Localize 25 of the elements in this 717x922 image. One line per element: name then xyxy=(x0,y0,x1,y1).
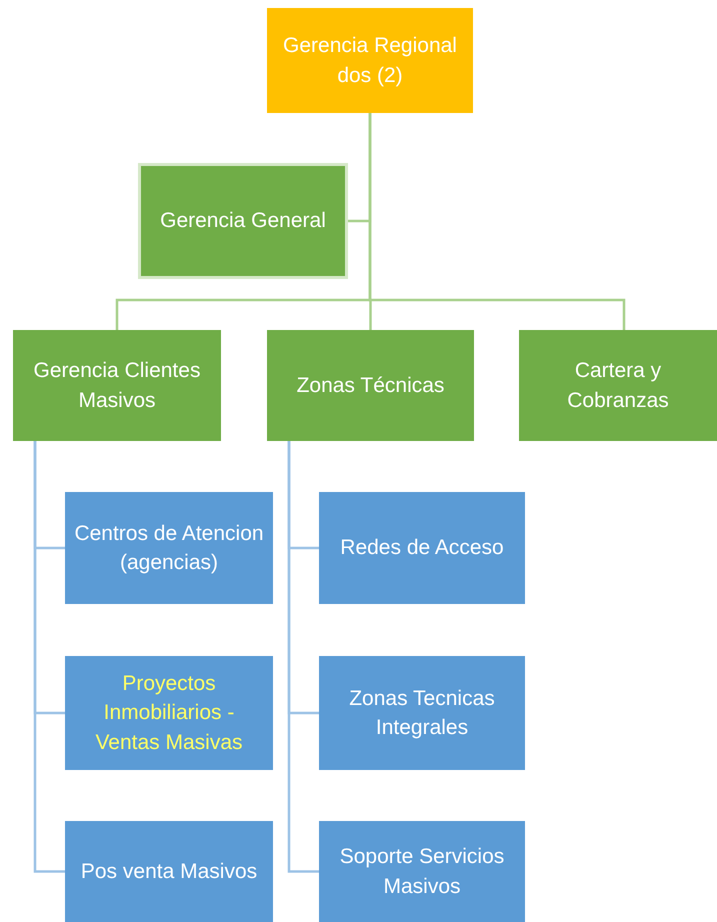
org-unit-box xyxy=(519,330,717,441)
connector-line xyxy=(288,441,319,873)
unit-name: Gerencia Regional dos (2) xyxy=(282,33,458,88)
unit-name: Cartera y Cobranzas xyxy=(566,358,670,414)
unit-name: Proyectos Inmobiliarios - Ventas Masivas xyxy=(94,670,244,756)
org-unit-box xyxy=(13,330,221,441)
unit-name: Redes de Acceso xyxy=(340,535,504,562)
org-unit-box xyxy=(319,492,525,604)
unit-name: Centros de Atencion (agencias) xyxy=(73,520,265,576)
connector-line xyxy=(368,113,626,330)
org-unit-box xyxy=(65,821,273,922)
org-unit-box xyxy=(138,163,348,279)
org-unit-box xyxy=(319,821,525,922)
unit-name: Zonas Técnicas xyxy=(296,372,444,399)
unit-name: Soporte Servicios Masivos xyxy=(338,844,506,900)
unit-name: Pos venta Masivos xyxy=(80,858,258,885)
org-unit-box xyxy=(65,656,273,770)
org-unit-box xyxy=(267,330,474,441)
unit-name: Gerencia Clientes Masivos xyxy=(32,358,202,414)
org-unit-box xyxy=(319,656,525,770)
unit-name: Zonas Tecnicas Integrales xyxy=(348,686,496,741)
org-unit-box xyxy=(267,8,473,113)
org-unit-box xyxy=(65,492,273,604)
unit-name: Gerencia General xyxy=(160,208,326,234)
connector-line xyxy=(34,441,65,873)
